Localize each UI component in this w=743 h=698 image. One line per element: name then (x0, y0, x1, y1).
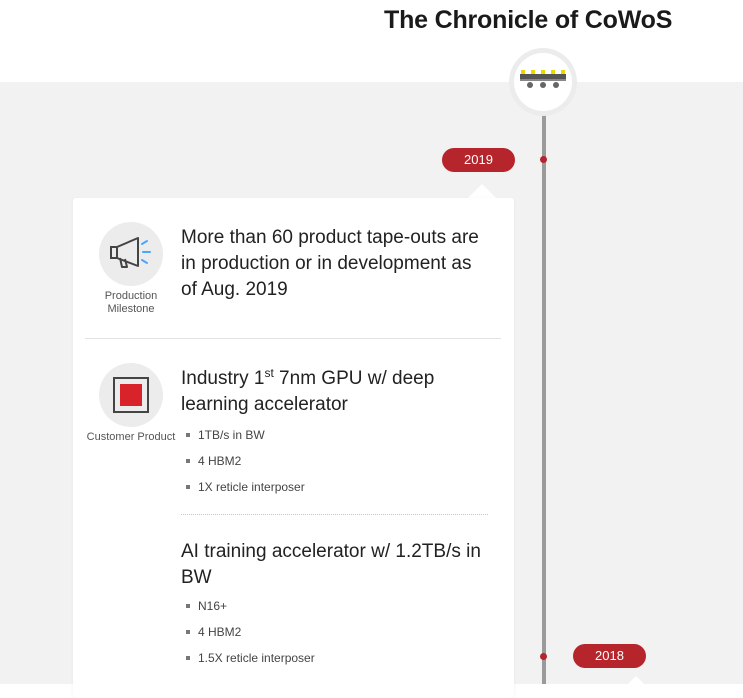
timeline-dot-2019 (540, 156, 547, 163)
category-label-milestone: Production Milestone (104, 290, 158, 315)
spec-bullet: 1.5X reticle interposer (184, 652, 315, 678)
product-title-1-pre: Industry 1 (181, 368, 265, 389)
chip-icon (113, 377, 149, 413)
product-title-1-post: 7nm GPU w/ deep learning accelerator (181, 368, 435, 415)
interposer-chip-icon (520, 70, 566, 88)
spec-bullet: 1X reticle interposer (184, 481, 305, 507)
product-divider (181, 514, 488, 515)
spec-bullet: 4 HBM2 (184, 455, 305, 481)
megaphone-icon (110, 237, 151, 268)
megaphone-icon-circle (99, 222, 163, 286)
card-notch (468, 184, 496, 198)
milestone-text: More than 60 product tape-outs are in pr… (181, 227, 479, 300)
year-badge-2019[interactable]: 2019 (442, 148, 515, 172)
header-band: The Chronicle of CoWoS (0, 0, 743, 82)
card-notch-2018 (627, 676, 645, 685)
spec-bullet: N16+ (184, 600, 315, 626)
product-title-2: AI training accelerator w/ 1.2TB/s in BW (181, 541, 481, 588)
product-title-1-superscript: st (264, 366, 274, 380)
page-title: The Chronicle of CoWoS (384, 6, 673, 34)
section-divider (85, 338, 501, 339)
spec-bullet: 4 HBM2 (184, 626, 315, 652)
timeline-dot-2018 (540, 653, 547, 660)
product-1-specs: 1TB/s in BW 4 HBM2 1X reticle interposer (184, 429, 305, 507)
year-badge-2018[interactable]: 2018 (573, 644, 646, 668)
timeline-line (542, 110, 546, 684)
category-label-customer-product: Customer Product (86, 431, 176, 443)
spec-bullet: 1TB/s in BW (184, 429, 305, 455)
product-title-1: Industry 1st 7nm GPU w/ deep learning ac… (181, 366, 481, 418)
product-2-specs: N16+ 4 HBM2 1.5X reticle interposer (184, 600, 315, 678)
